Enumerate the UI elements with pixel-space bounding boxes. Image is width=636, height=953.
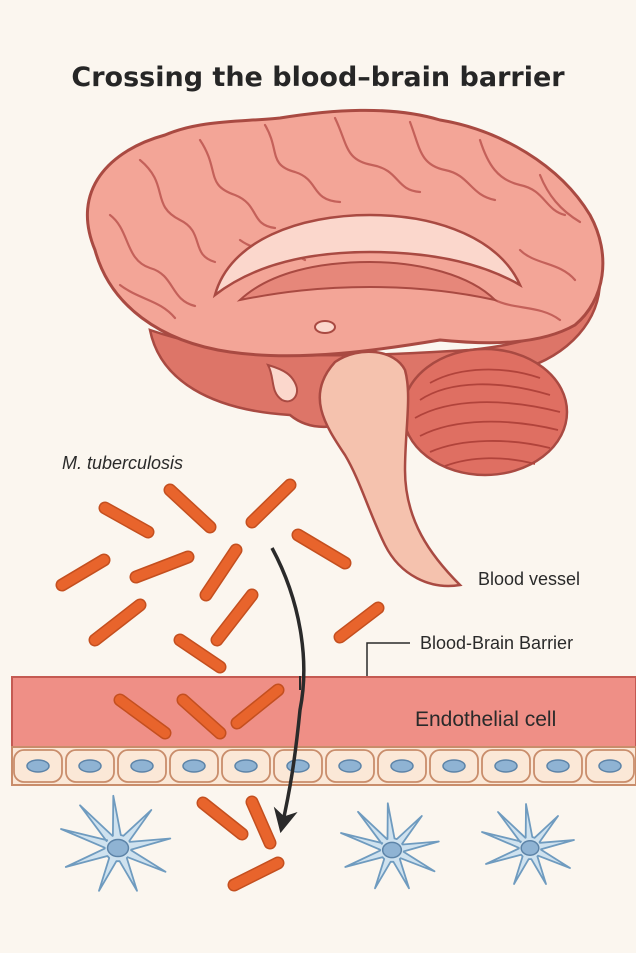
- bacteria-rod-icon: [62, 560, 104, 585]
- astrocyte-nucleus: [383, 842, 402, 857]
- nucleus: [599, 760, 621, 772]
- endothelial-cell-row: [12, 747, 636, 785]
- bacteria-rod-icon: [206, 550, 236, 595]
- blood-vessel-label: Blood vessel: [478, 569, 580, 589]
- nucleus: [495, 760, 517, 772]
- nucleus: [287, 760, 309, 772]
- nucleus: [235, 760, 257, 772]
- astrocyte-group: [61, 796, 574, 891]
- nucleus: [79, 760, 101, 772]
- cerebellum: [403, 349, 567, 475]
- nucleus: [131, 760, 153, 772]
- diagram-title: Crossing the blood–brain barrier: [71, 62, 565, 93]
- astrocyte-icon: [61, 796, 170, 891]
- endothelial-cell: [534, 750, 582, 782]
- bacteria-rod-icon: [203, 803, 242, 834]
- endothelial-cell: [326, 750, 374, 782]
- barrier-label: Blood-Brain Barrier: [420, 633, 573, 653]
- endothelial-cell: [14, 750, 62, 782]
- astrocyte-nucleus: [521, 841, 539, 855]
- bacteria-rod-icon: [105, 508, 148, 532]
- bacteria-rod-icon: [170, 490, 210, 527]
- endothelial-cell: [430, 750, 478, 782]
- endothelial-cell: [66, 750, 114, 782]
- thalamus-spot: [315, 321, 335, 333]
- pathogen-label: M. tuberculosis: [62, 453, 183, 473]
- nucleus: [183, 760, 205, 772]
- bacteria-rod-icon: [136, 557, 188, 577]
- endothelial-cell: [586, 750, 634, 782]
- astrocyte-icon: [341, 803, 439, 888]
- bacteria-rod-icon: [234, 863, 278, 885]
- endothelial-label: Endothelial cell: [415, 708, 556, 731]
- endothelial-cell: [378, 750, 426, 782]
- endothelial-cell: [222, 750, 270, 782]
- bacteria-rod-icon: [95, 605, 140, 640]
- nucleus: [443, 760, 465, 772]
- astrocyte-nucleus: [108, 839, 129, 856]
- bacteria-rod-icon: [217, 595, 252, 640]
- endothelial-cell: [170, 750, 218, 782]
- endothelial-cell: [274, 750, 322, 782]
- endothelial-cell: [118, 750, 166, 782]
- nucleus: [27, 760, 49, 772]
- bacteria-rod-icon: [298, 535, 345, 563]
- nucleus: [391, 760, 413, 772]
- brain-illustration: [87, 110, 602, 586]
- astrocyte-icon: [482, 804, 574, 884]
- bacteria-rod-icon: [252, 485, 290, 522]
- nucleus: [547, 760, 569, 772]
- nucleus: [339, 760, 361, 772]
- endothelial-cell: [482, 750, 530, 782]
- bacteria-rod-icon: [340, 608, 378, 637]
